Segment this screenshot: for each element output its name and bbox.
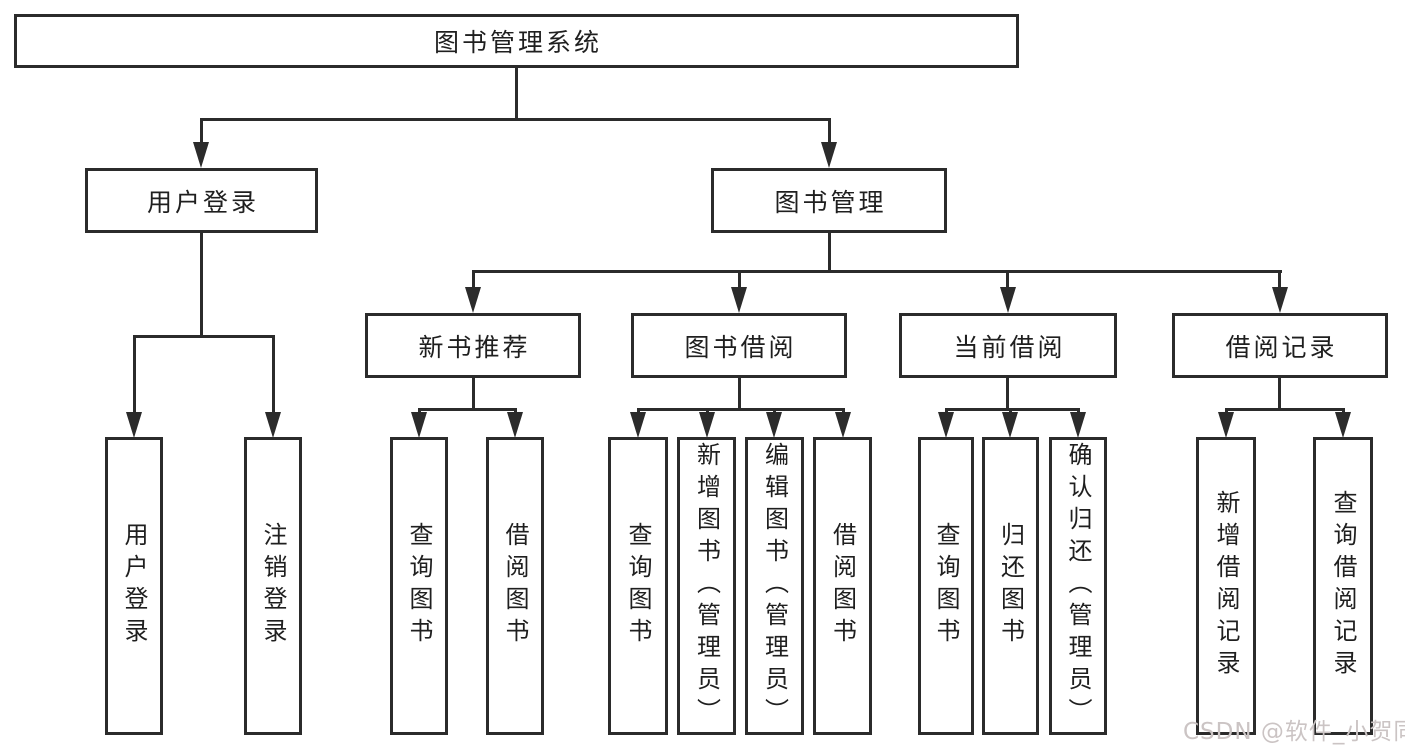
arrow-down-icon bbox=[1335, 412, 1351, 438]
node-label: 注销登录 bbox=[259, 522, 287, 650]
leaf-query-borrow-record: 查询借阅记录 bbox=[1313, 437, 1373, 735]
arrow-down-icon bbox=[766, 412, 782, 438]
node-library-management-system: 图书管理系统 bbox=[14, 14, 1019, 68]
arrow-down-icon bbox=[465, 287, 481, 313]
connector-line bbox=[828, 231, 831, 273]
connector-line bbox=[1006, 376, 1009, 410]
node-book-borrowing: 图书借阅 bbox=[631, 313, 847, 378]
leaf-user-login: 用户登录 bbox=[105, 437, 163, 735]
leaf-add-book-admin: 新增图书（管理员） bbox=[677, 437, 736, 735]
node-label: 确认归还（管理员） bbox=[1064, 442, 1092, 730]
connector-line bbox=[738, 376, 741, 410]
connector-line bbox=[828, 118, 831, 148]
connector-line bbox=[945, 408, 1080, 411]
csdn-watermark: CSDN @软件_小贺同学 bbox=[1183, 719, 1405, 745]
node-label: 借阅记录 bbox=[1225, 332, 1338, 362]
node-label: 新增借阅记录 bbox=[1212, 490, 1240, 682]
node-label: 查询图书 bbox=[624, 522, 652, 650]
connector-line bbox=[738, 270, 741, 290]
leaf-borrow-books: 借阅图书 bbox=[486, 437, 544, 735]
arrow-down-icon bbox=[265, 412, 281, 438]
node-label: 归还图书 bbox=[996, 522, 1025, 650]
arrow-down-icon bbox=[1002, 412, 1018, 438]
connector-line bbox=[472, 270, 475, 290]
node-label: 图书管理系统 bbox=[433, 28, 602, 57]
node-label: 用户登录 bbox=[146, 187, 259, 217]
node-label: 图书借阅 bbox=[684, 332, 797, 362]
leaf-edit-book-admin: 编辑图书（管理员） bbox=[745, 437, 804, 735]
leaf-add-borrow-record: 新增借阅记录 bbox=[1196, 437, 1256, 735]
arrow-down-icon bbox=[1070, 412, 1086, 438]
arrow-down-icon bbox=[1000, 287, 1016, 313]
connector-line bbox=[1006, 270, 1009, 290]
node-label: 查询图书 bbox=[932, 522, 960, 650]
node-label: 用户登录 bbox=[120, 522, 148, 650]
node-label: 编辑图书（管理员） bbox=[760, 442, 789, 730]
node-label: 查询图书 bbox=[405, 522, 433, 650]
arrow-down-icon bbox=[411, 412, 427, 438]
arrow-down-icon bbox=[1218, 412, 1234, 438]
connector-line bbox=[133, 335, 136, 420]
arrow-down-icon bbox=[1272, 287, 1288, 313]
connector-line bbox=[200, 231, 203, 337]
connector-line bbox=[1225, 408, 1345, 411]
connector-line bbox=[1278, 376, 1281, 410]
leaf-return-books: 归还图书 bbox=[982, 437, 1039, 735]
leaf-query-books: 查询图书 bbox=[608, 437, 668, 735]
node-label: 借阅图书 bbox=[501, 522, 529, 650]
node-borrowing-records: 借阅记录 bbox=[1172, 313, 1388, 378]
arrow-down-icon bbox=[938, 412, 954, 438]
connector-line bbox=[1278, 270, 1281, 290]
arrow-down-icon bbox=[731, 287, 747, 313]
node-current-borrowing: 当前借阅 bbox=[899, 313, 1117, 378]
node-label: 图书管理 bbox=[774, 187, 887, 217]
node-label: 当前借阅 bbox=[953, 332, 1066, 362]
arrow-down-icon bbox=[630, 412, 646, 438]
connector-line bbox=[637, 408, 845, 411]
connector-line bbox=[472, 270, 1282, 273]
arrow-down-icon bbox=[835, 412, 851, 438]
connector-line bbox=[272, 335, 275, 420]
arrow-down-icon bbox=[507, 412, 523, 438]
connector-line bbox=[133, 335, 275, 338]
leaf-query-books: 查询图书 bbox=[918, 437, 974, 735]
connector-line bbox=[418, 408, 517, 411]
node-label: 新增图书（管理员） bbox=[692, 442, 721, 730]
connector-line bbox=[472, 376, 475, 410]
node-label: 查询借阅记录 bbox=[1329, 490, 1357, 682]
node-user-login: 用户登录 bbox=[85, 168, 318, 233]
leaf-query-books: 查询图书 bbox=[390, 437, 448, 735]
leaf-confirm-return-admin: 确认归还（管理员） bbox=[1049, 437, 1107, 735]
node-new-book-recommendation: 新书推荐 bbox=[365, 313, 581, 378]
leaf-borrow-books: 借阅图书 bbox=[813, 437, 872, 735]
node-book-management: 图书管理 bbox=[711, 168, 947, 233]
node-label: 借阅图书 bbox=[828, 522, 857, 650]
connector-line bbox=[515, 66, 518, 120]
leaf-logout: 注销登录 bbox=[244, 437, 302, 735]
arrow-down-icon bbox=[821, 142, 837, 168]
arrow-down-icon bbox=[699, 412, 715, 438]
connector-line bbox=[200, 118, 831, 121]
connector-line bbox=[200, 118, 203, 148]
arrow-down-icon bbox=[126, 412, 142, 438]
arrow-down-icon bbox=[193, 142, 209, 168]
node-label: 新书推荐 bbox=[418, 332, 531, 362]
